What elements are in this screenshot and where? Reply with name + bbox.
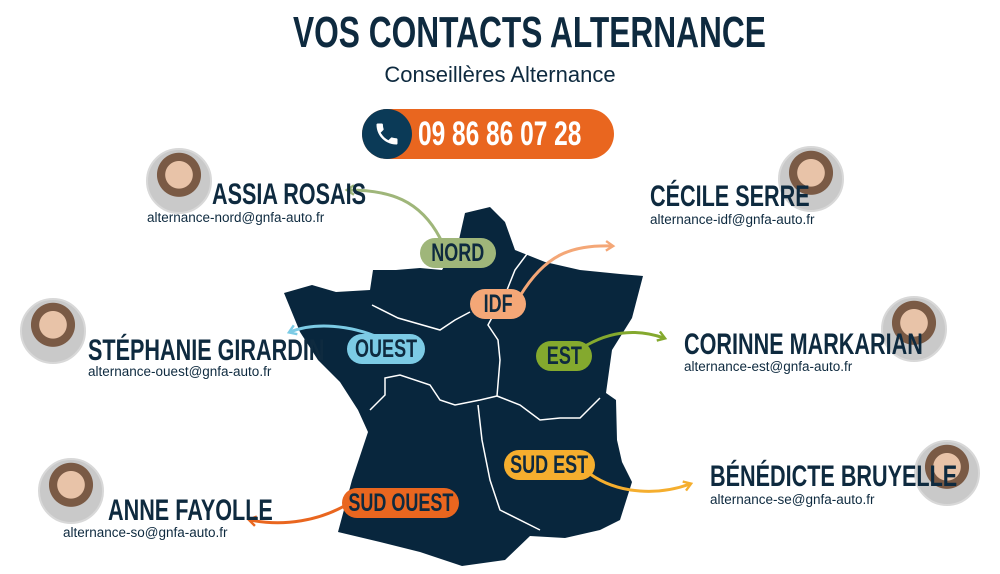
contact-email[interactable]: alternance-est@gnfa-auto.fr — [684, 359, 853, 374]
region-ouest[interactable]: OUEST — [347, 334, 425, 364]
contact-email[interactable]: alternance-idf@gnfa-auto.fr — [650, 212, 815, 227]
avatar-stephanie-girardin — [20, 298, 86, 364]
avatar-anne-fayolle — [38, 458, 104, 524]
region-sud-ouest[interactable]: SUD OUEST — [342, 488, 459, 518]
contact-email[interactable]: alternance-nord@gnfa-auto.fr — [147, 210, 325, 225]
avatar-benedicte-bruyelle — [914, 440, 980, 506]
avatar-corinne-markarian — [881, 296, 947, 362]
contact-name: CORINNE MARKARIAN — [684, 328, 923, 361]
contact-name: CÉCILE SERRE — [650, 180, 810, 213]
contact-email[interactable]: alternance-se@gnfa-auto.fr — [710, 492, 875, 507]
contact-email[interactable]: alternance-ouest@gnfa-auto.fr — [88, 364, 272, 379]
contact-name: BÉNÉDICTE BRUYELLE — [710, 460, 958, 493]
contact-name: STÉPHANIE GIRARDIN — [88, 334, 325, 367]
region-est[interactable]: EST — [536, 341, 592, 371]
page-title: VOS CONTACTS ALTERNANCE — [293, 8, 766, 57]
avatar-assia-rosais — [146, 148, 212, 214]
region-sud-est[interactable]: SUD EST — [504, 450, 595, 480]
avatar-cecile-serre — [778, 146, 844, 212]
region-idf[interactable]: IDF — [470, 289, 526, 319]
phone-icon — [362, 109, 412, 159]
contact-name: ANNE FAYOLLE — [108, 494, 273, 527]
phone-button[interactable]: 09 86 86 07 28 — [362, 109, 614, 159]
page-subtitle: Conseillères Alternance — [384, 62, 616, 87]
contact-email[interactable]: alternance-so@gnfa-auto.fr — [63, 525, 228, 540]
region-nord[interactable]: NORD — [420, 238, 496, 268]
contact-name: ASSIA ROSAIS — [212, 178, 367, 211]
phone-number: 09 86 86 07 28 — [418, 115, 582, 153]
